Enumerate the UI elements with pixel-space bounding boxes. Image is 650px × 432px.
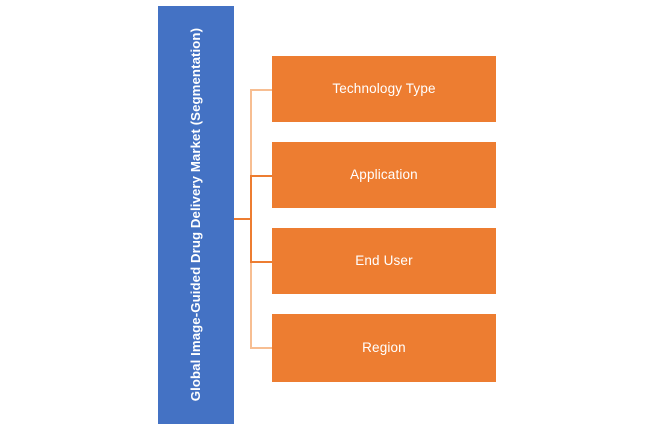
root-node-label: Global Image-Guided Drug Delivery Market… — [188, 28, 204, 402]
child-node-application[interactable]: Application — [272, 142, 496, 208]
child-node-label: Application — [350, 167, 418, 183]
connector-branch-region — [250, 347, 272, 349]
connector-branch-end-user — [250, 261, 272, 263]
connector-spine-lower — [250, 261, 252, 349]
connector-stem — [234, 218, 252, 220]
child-node-technology-type[interactable]: Technology Type — [272, 56, 496, 122]
connector-branch-technology-type — [250, 89, 272, 91]
root-node[interactable]: Global Image-Guided Drug Delivery Market… — [158, 6, 234, 424]
child-node-region[interactable]: Region — [272, 314, 496, 382]
child-node-end-user[interactable]: End User — [272, 228, 496, 294]
child-node-label: Technology Type — [332, 81, 436, 97]
child-node-label: Region — [362, 340, 406, 356]
connector-branch-application — [250, 175, 272, 177]
connector-spine — [250, 175, 252, 261]
connector-spine-upper — [250, 89, 252, 175]
child-node-label: End User — [355, 253, 413, 269]
